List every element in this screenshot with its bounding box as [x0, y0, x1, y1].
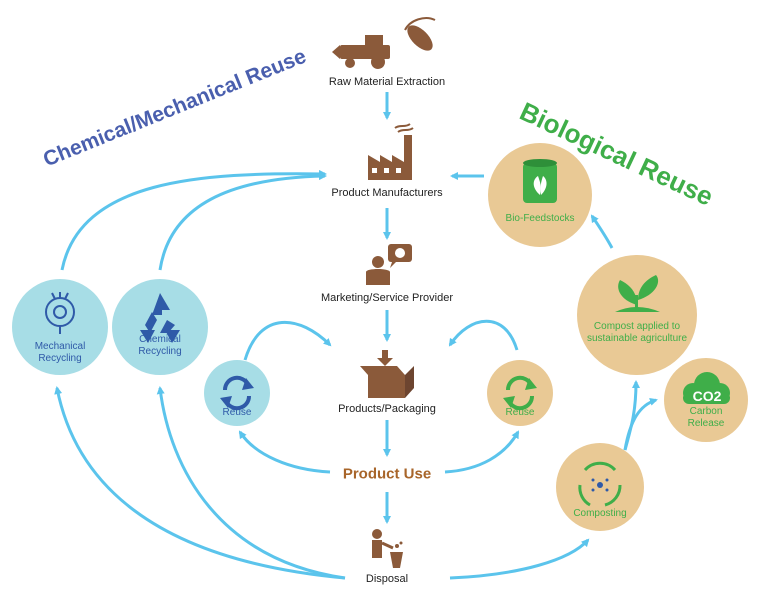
arrow-use-to-reuse-left [238, 430, 331, 474]
gear-icon [45, 292, 75, 334]
arrow-chemical-to-manufacturers [158, 172, 327, 271]
chemical-recycling-circle [112, 279, 208, 375]
composting-label: Composting [573, 508, 627, 519]
left-loop-arrows [54, 169, 346, 580]
product-use-label: Product Use [342, 465, 432, 483]
reuse-left-label: Reuse [222, 407, 252, 418]
arrow-disposal-to-composting [449, 538, 590, 580]
arrow-reuse-right-to-packaging [448, 319, 519, 351]
cloud-icon [683, 372, 730, 404]
refresh-icon-left [220, 375, 254, 411]
packaging-label: Products/Packaging [338, 403, 436, 415]
disposal-label: Disposal [365, 573, 409, 585]
composting-cycle-icon [578, 461, 622, 507]
arrow-compost-to-biofeedstocks [590, 214, 614, 249]
mechanical-recycling-label: Mechanical Recycling [34, 341, 86, 364]
recycle-icon [140, 293, 180, 343]
compost-circle [577, 255, 697, 375]
sprout-icon [615, 275, 660, 312]
carbon-release-label: Carbon Release [687, 406, 725, 429]
presenter-icon [366, 244, 412, 285]
raw-material-label: Raw Material Extraction [328, 76, 446, 88]
trash-bin-icon [372, 529, 403, 568]
corn-icon [404, 17, 436, 51]
compost-label: Compost applied to sustainable agricultu… [586, 321, 688, 344]
arrow-mechanical-to-manufacturers [60, 169, 327, 271]
manufacturers-label: Product Manufacturers [331, 187, 443, 199]
arrow-disposal-to-chemical [156, 386, 346, 580]
arrow-composting-to-carbon [623, 397, 658, 451]
marketing-label: Marketing/Service Provider [320, 292, 454, 304]
reuse-right-label: Reuse [505, 407, 535, 418]
reuse-right-circle [487, 360, 553, 426]
harvester-icon [332, 35, 390, 69]
factory-icon [368, 123, 414, 180]
arrow-use-to-reuse-right [444, 430, 520, 474]
refresh-icon-right [503, 375, 537, 411]
arrow-reuse-left-to-packaging [243, 321, 332, 361]
arrow-disposal-to-mechanical [54, 386, 346, 580]
chemical-recycling-label: Chemical Recycling [138, 334, 182, 357]
reuse-left-circle [204, 360, 270, 426]
right-loop-arrows [444, 172, 658, 580]
barrel-icon [523, 159, 557, 203]
co2-label: CO2 [692, 388, 722, 404]
bio-feedstocks-label: Bio-Feedstocks [505, 213, 575, 224]
box-icon [360, 350, 414, 398]
